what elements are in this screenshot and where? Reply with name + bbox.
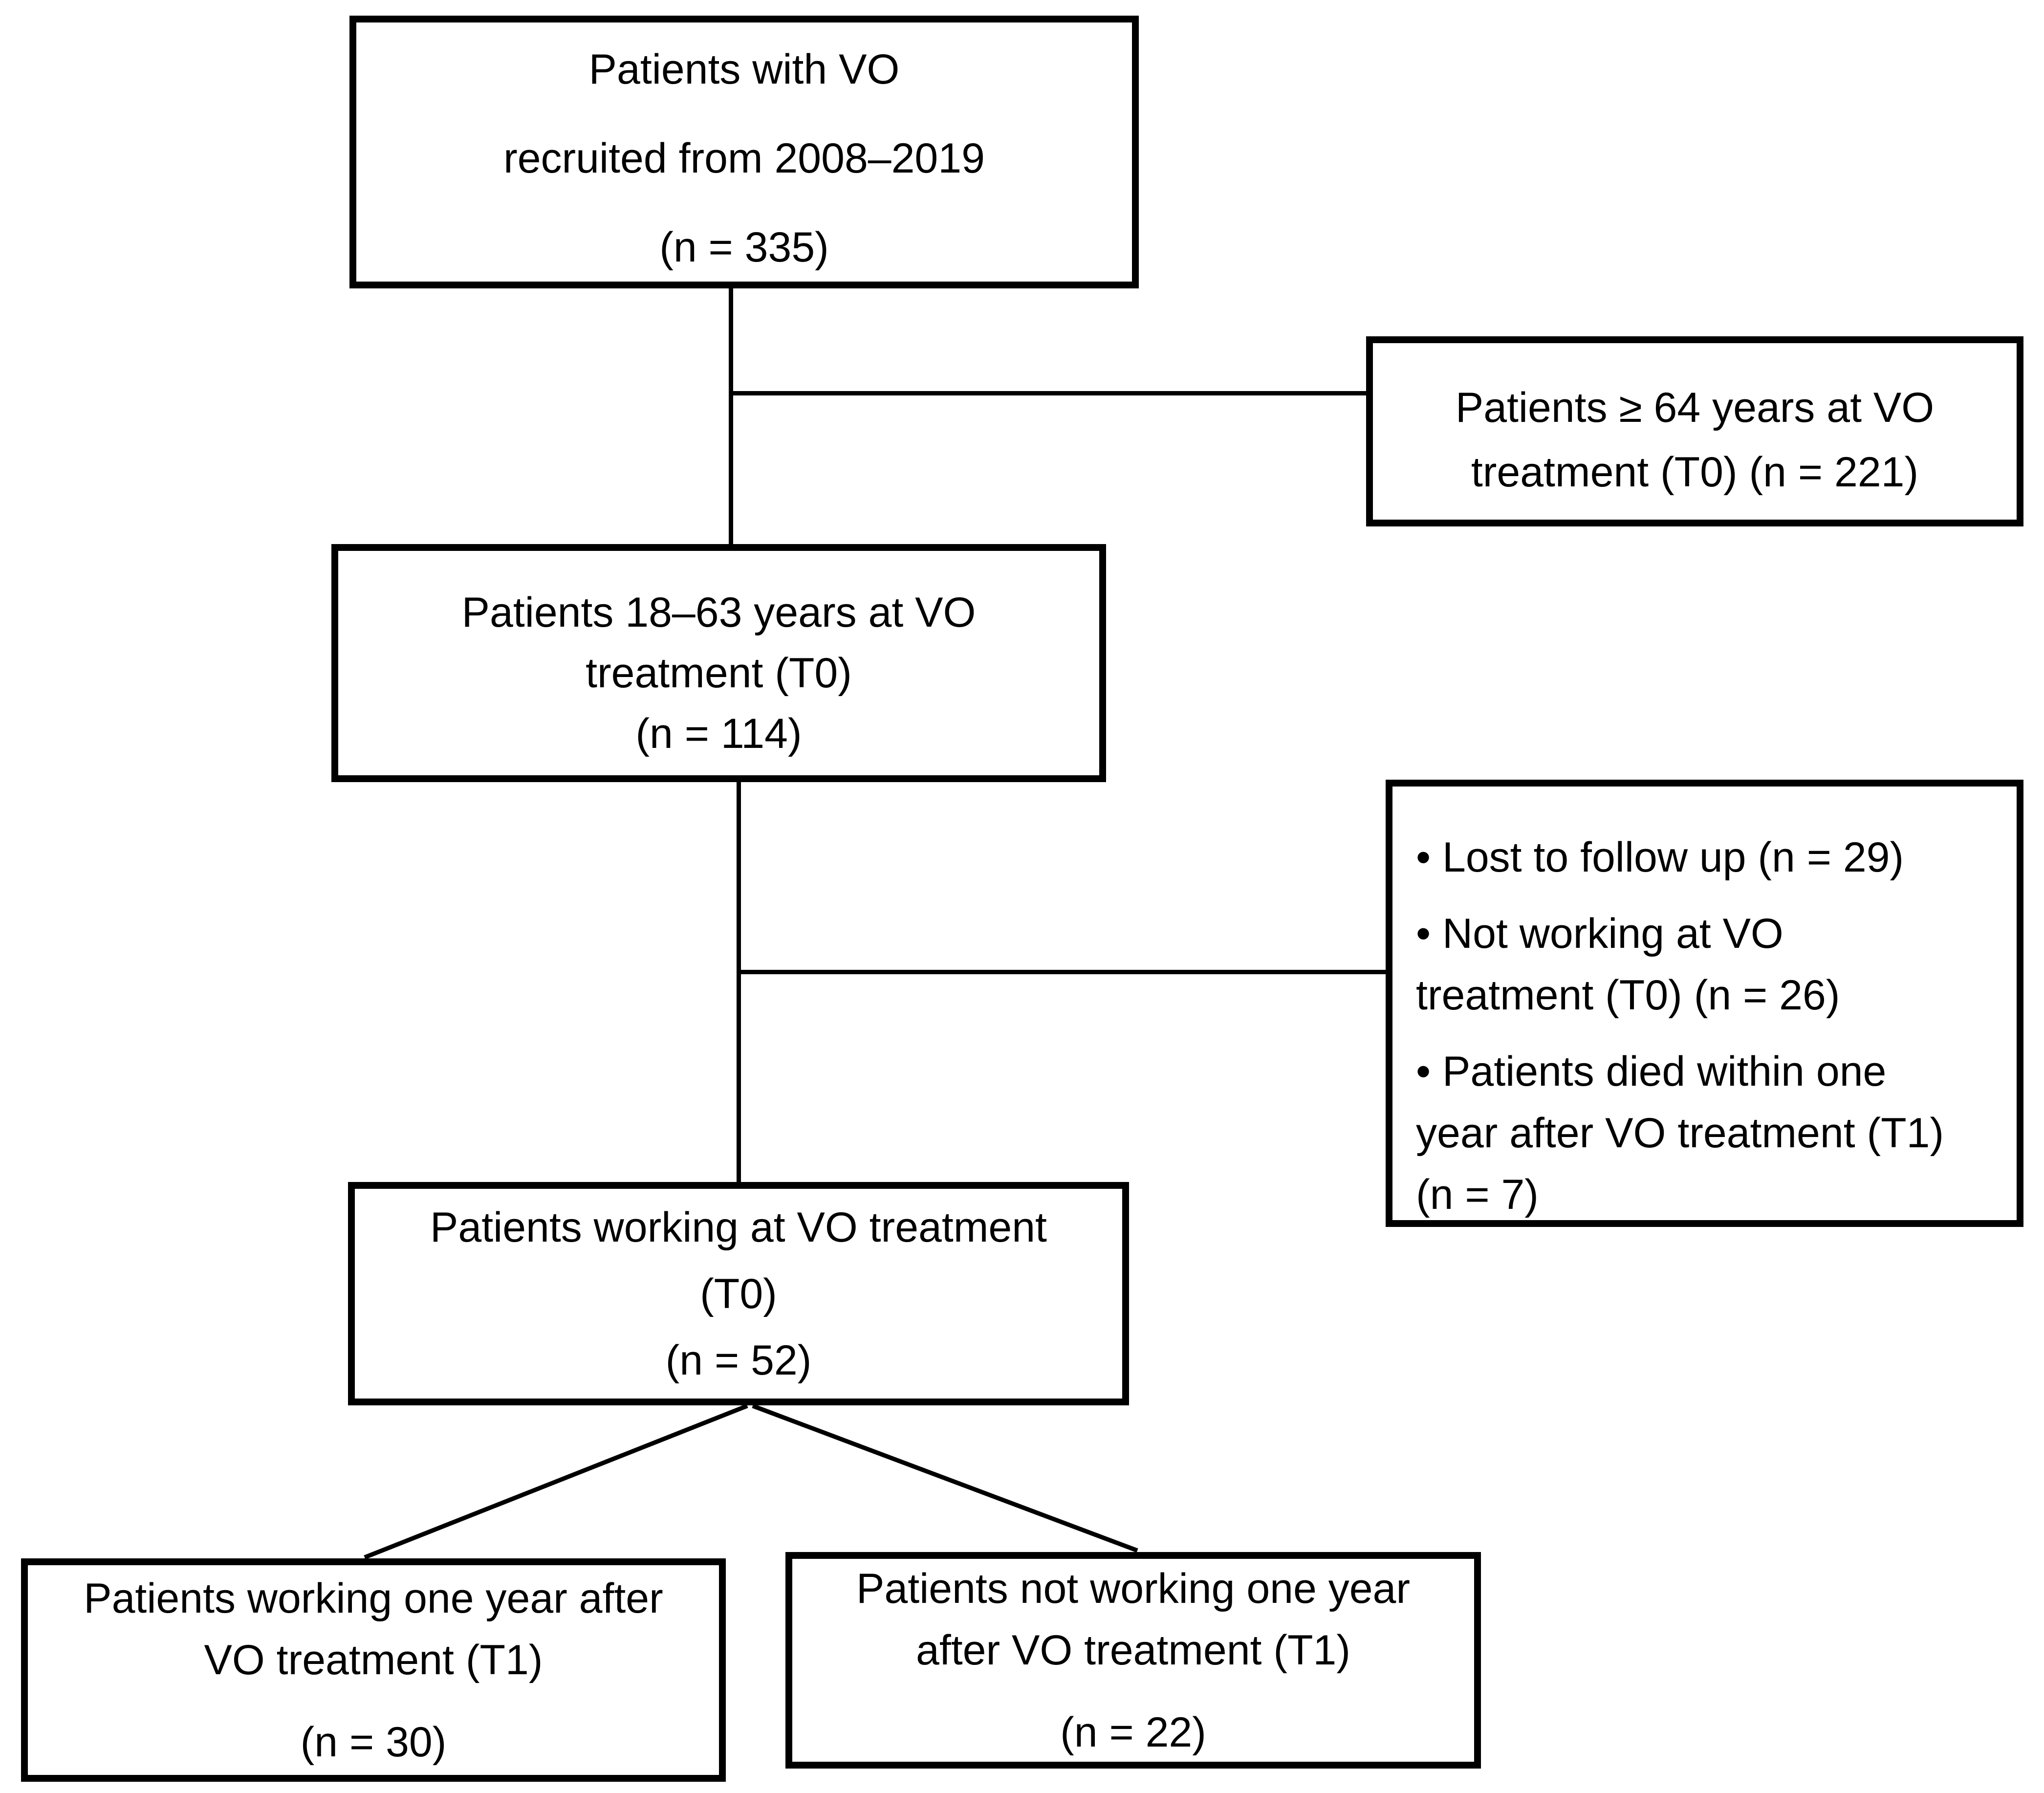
box-exclusions: • Lost to follow up (n = 29) • Not worki… [1386,780,2023,1227]
box-working-t1-title: Patients working one year after VO treat… [84,1574,663,1684]
box-working-t0-text: Patients working at VO treatment (T0) (n… [430,1203,1047,1384]
box-age-18-63: Patients 18–63 years at VO treatment (T0… [331,544,1106,782]
box-excluded-age-64plus-text: Patients ≥ 64 years at VO treatment (T0)… [1455,384,1935,496]
box-working-t1: Patients working one year after VO treat… [21,1558,726,1782]
connector-working-to-working-t1 [364,1403,748,1560]
box-not-working-t1: Patients not working one year after VO t… [785,1552,1481,1769]
box-not-working-t1-title: Patients not working one year after VO t… [856,1565,1410,1674]
box-working-t0: Patients working at VO treatment (T0) (n… [348,1182,1129,1405]
box-working-t1-n: (n = 30) [300,1718,447,1766]
box-patients-recruited: Patients with VO recruited from 2008–201… [349,16,1139,288]
box-excluded-age-64plus: Patients ≥ 64 years at VO treatment (T0)… [1366,336,2023,526]
box-age-18-63-text: Patients 18–63 years at VO treatment (T0… [461,589,976,757]
exclusion-item-lost-followup: • Lost to follow up (n = 29) [1416,834,1904,881]
connector-branch-excluded-age [729,391,1366,395]
connector-branch-exclusions [737,970,1386,974]
exclusion-item-not-working: • Not working at VO treatment (T0) (n = … [1416,910,1840,1019]
connector-agerange-to-working [737,781,741,1183]
connector-working-to-not-working-t1 [752,1403,1138,1553]
exclusion-item-died: • Patients died within one year after VO… [1416,1048,1944,1218]
box-patients-recruited-text: Patients with VO recruited from 2008–201… [503,46,985,271]
connector-recruited-to-agerange [729,288,733,546]
box-not-working-t1-n: (n = 22) [1060,1708,1206,1756]
